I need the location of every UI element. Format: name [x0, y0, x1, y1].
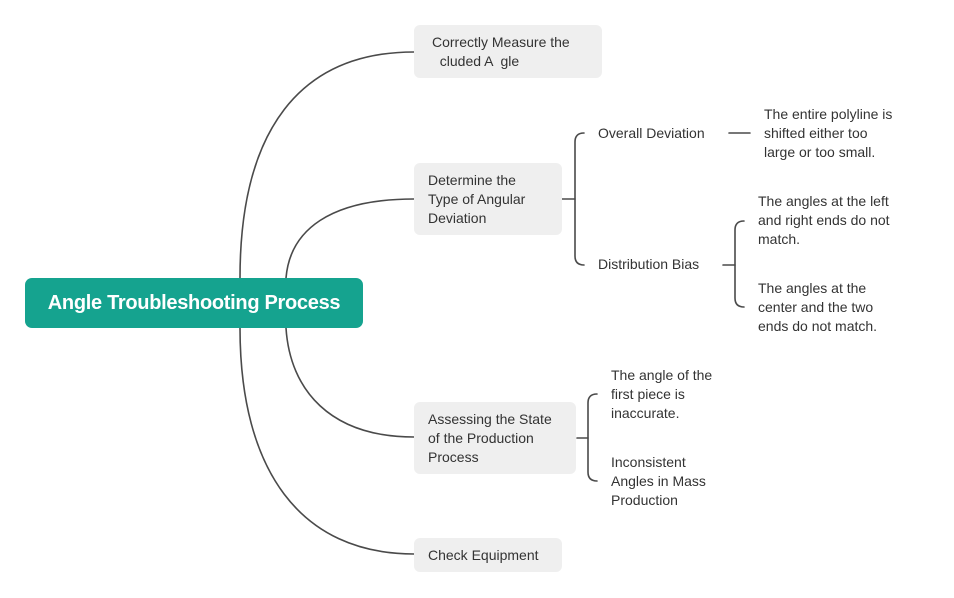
note-left-right-ends[interactable]: The angles at the left and right ends do… [758, 193, 890, 247]
topic-assessing-production[interactable]: Assessing the State of the Production Pr… [414, 402, 576, 474]
root-topic-title: Angle Troubleshooting Process [47, 291, 341, 314]
topic-correctly-measure[interactable]: Correctly Measure the cluded A gle [414, 25, 602, 78]
connector-root-to-equipment [239, 327, 415, 555]
topic-assessing-production-label: Assessing the State of the Production Pr… [428, 410, 552, 465]
topic-determine-deviation[interactable]: Determine the Type of Angular Deviation [414, 163, 562, 235]
connector-root-to-measure [239, 51, 415, 279]
root-topic[interactable]: Angle Troubleshooting Process [25, 278, 363, 328]
topic-check-equipment-label: Check Equipment [428, 546, 539, 563]
topic-check-equipment[interactable]: Check Equipment [414, 538, 562, 572]
subtopic-first-piece[interactable]: The angle of the first piece is inaccura… [611, 367, 713, 421]
connector-root-to-deviation [285, 198, 415, 279]
subtopic-distribution-bias[interactable]: Distribution Bias [598, 256, 700, 272]
connector-deviation-bracket [574, 132, 585, 266]
connector-root-to-production [285, 327, 415, 438]
note-polyline-shifted[interactable]: The entire polyline is shifted either to… [764, 106, 893, 160]
subtopic-overall-deviation[interactable]: Overall Deviation [598, 125, 705, 141]
subtopic-mass-production[interactable]: Inconsistent Angles in Mass Production [611, 454, 706, 508]
connector-production-bracket [587, 393, 598, 482]
connector-distribution-bracket [734, 220, 745, 308]
note-center-two-ends[interactable]: The angles at the center and the two end… [758, 280, 878, 334]
topic-correctly-measure-label: Correctly Measure the cluded A gle [432, 33, 570, 69]
topic-determine-deviation-label: Determine the Type of Angular Deviation [428, 171, 526, 226]
